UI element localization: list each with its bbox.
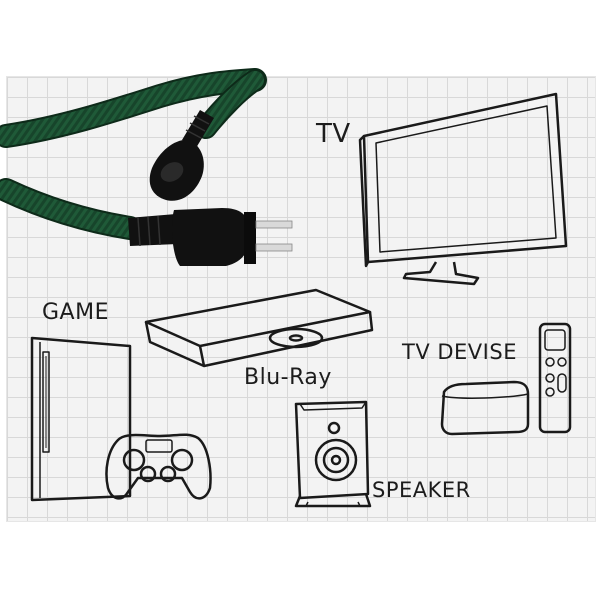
- game-console-icon: [30, 336, 132, 502]
- label-tv-device: TV DEVISE: [402, 340, 517, 364]
- power-cable-icon: [0, 68, 293, 266]
- grid-paper-background: [6, 76, 596, 522]
- remote-control-icon: [538, 322, 572, 434]
- label-bluray: Blu-Ray: [244, 365, 332, 390]
- tv-icon: [358, 92, 568, 286]
- c7-connector-icon: [149, 110, 214, 201]
- label-game: GAME: [42, 300, 109, 325]
- bluray-player-icon: [144, 288, 374, 368]
- plug-icon: [128, 208, 293, 266]
- label-tv: TV: [316, 119, 351, 149]
- game-controller-icon: [105, 433, 212, 500]
- label-speaker: SPEAKER: [372, 478, 471, 502]
- tv-device-box-icon: [440, 380, 530, 436]
- speaker-icon: [294, 400, 372, 508]
